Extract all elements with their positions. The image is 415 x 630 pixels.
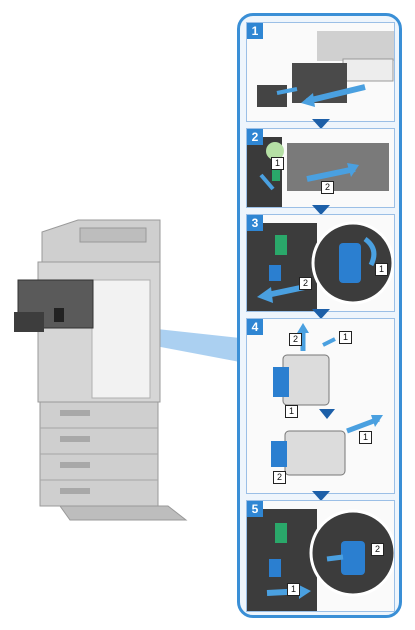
sub-label: 1 [287,583,300,596]
step-4: 4 2 1 1 1 2 [246,318,395,494]
green-lever [266,142,284,160]
step-1-illustration [257,31,394,107]
sub-label: 1 [285,405,298,418]
sub-label: 1 [359,431,372,444]
step-arrow-down [312,309,330,319]
sub-label: 2 [273,471,286,484]
step-2: 2 1 2 [246,128,395,208]
step-number: 2 [247,129,263,145]
finisher-handle [54,308,64,322]
step-4-illustration [271,323,383,476]
step-1: 1 [246,22,395,122]
feeder-tray [79,227,147,243]
step-2-illustration [247,137,389,207]
sub-label: 2 [289,333,302,346]
step-5: 5 2 1 [246,500,395,612]
sub-label: 2 [321,181,334,194]
step-3-illustration [247,221,394,311]
step-arrow-down [312,491,330,501]
step-arrow-down [312,205,330,215]
front-panel [91,279,151,399]
step-number: 1 [247,23,263,39]
step-number: 4 [247,319,263,335]
stand-base [59,505,188,521]
sub-label: 1 [339,331,352,344]
sub-label: 1 [271,157,284,170]
finisher-tray [14,312,44,332]
blue-staple-cartridge [341,541,365,575]
step-5-illustration [247,509,394,611]
pull-arrow [306,166,356,182]
steps-panel: 1 2 1 2 3 1 2 [237,13,402,618]
step-number: 5 [247,501,263,517]
sub-label: 2 [371,543,384,556]
sub-label: 2 [299,277,312,290]
blue-staple-cartridge [339,243,361,283]
sub-label: 1 [375,263,388,276]
step-3: 3 1 2 [246,214,395,312]
step-arrow-down [312,119,330,129]
step-number: 3 [247,215,263,231]
